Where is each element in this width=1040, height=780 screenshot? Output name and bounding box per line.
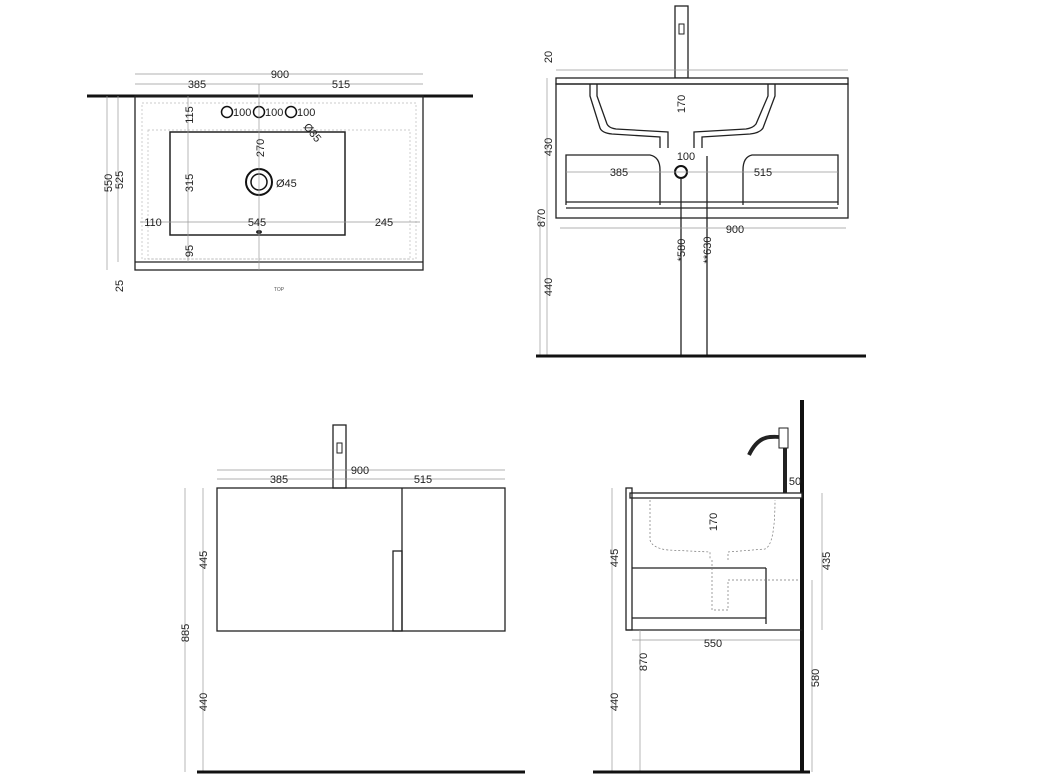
inner-outline bbox=[141, 102, 417, 260]
drawer-left bbox=[565, 154, 661, 205]
faucet bbox=[674, 5, 689, 79]
faucet-body bbox=[778, 427, 789, 449]
dim-tap-to-basin: 115 bbox=[184, 106, 196, 124]
dim-floor: 440 bbox=[609, 693, 621, 711]
dim-floor: 440 bbox=[198, 693, 210, 711]
tap-hole-icon bbox=[220, 105, 234, 119]
dim-pipe-2: **630 bbox=[702, 237, 714, 264]
dim-drain: Ø45 bbox=[276, 178, 297, 190]
dim-basin-depth: 170 bbox=[708, 513, 720, 531]
dim-total: 870 bbox=[536, 209, 548, 227]
dim-offset: 50 bbox=[789, 476, 801, 488]
dim-depth: 525 bbox=[114, 171, 126, 189]
dim-width: 900 bbox=[726, 224, 744, 236]
dim-pipe-1: *580 bbox=[676, 239, 688, 262]
cabinet-front bbox=[216, 487, 506, 632]
dim-basin-center: 270 bbox=[255, 139, 267, 157]
trap-hidden bbox=[711, 560, 800, 611]
dim-width: 900 bbox=[271, 69, 289, 81]
dim-tap-spacing: 100 bbox=[233, 107, 251, 119]
dim-cabinet: 445 bbox=[609, 549, 621, 567]
front-section: 20 430 870 440 170 385 515 900 *580 **63… bbox=[536, 5, 866, 358]
dim-right: 515 bbox=[754, 167, 772, 179]
dim-lower: 440 bbox=[543, 278, 555, 296]
side-view: 50 170 445 435 550 870 580 440 bbox=[593, 400, 833, 774]
faucet-handle bbox=[678, 23, 685, 35]
dim-tap-spacing: 100 bbox=[265, 107, 283, 119]
dim-total: 885 bbox=[180, 624, 192, 642]
front-view: 900 385 515 885 445 440 bbox=[180, 424, 525, 774]
top-view: 900 385 515 550 525 25 115 270 315 95 11… bbox=[87, 69, 473, 293]
dim-basin-depth: 315 bbox=[184, 174, 196, 192]
dim-left: 385 bbox=[270, 474, 288, 486]
dim-front-strip: 25 bbox=[114, 280, 126, 292]
dim-top: 20 bbox=[543, 51, 555, 63]
basin-section-inner bbox=[596, 84, 769, 148]
dim-pipe: 580 bbox=[810, 669, 822, 687]
view-label: TOP bbox=[274, 287, 285, 293]
basin-hidden bbox=[649, 499, 776, 560]
cabinet-outline bbox=[555, 83, 849, 219]
countertop bbox=[629, 492, 803, 499]
handle-notch bbox=[392, 550, 403, 632]
dim-depth: 550 bbox=[704, 638, 722, 650]
dim-tap-spacing: 100 bbox=[297, 107, 315, 119]
dim-spacing: 100 bbox=[677, 151, 695, 163]
dim-basin-front: 95 bbox=[184, 245, 196, 257]
dim-wall: 435 bbox=[821, 552, 833, 570]
dim-depth-total: 550 bbox=[103, 174, 115, 192]
faucet bbox=[332, 424, 347, 489]
tap-hole-icon bbox=[284, 105, 298, 119]
dim-right: 515 bbox=[414, 474, 432, 486]
dim-upper: 430 bbox=[543, 138, 555, 156]
cabinet-front-panel bbox=[625, 487, 633, 631]
inner-outline-2 bbox=[147, 129, 411, 260]
dim-left: 385 bbox=[610, 167, 628, 179]
countertop bbox=[555, 77, 849, 85]
dim-basin-width: 545 bbox=[248, 217, 266, 229]
faucet-handle bbox=[336, 442, 343, 454]
drawer-right bbox=[742, 154, 839, 205]
dim-basin-left: 110 bbox=[144, 217, 162, 229]
cabinet-outline bbox=[134, 95, 424, 271]
dim-basin-depth: 170 bbox=[676, 95, 688, 113]
dim-total: 870 bbox=[638, 653, 650, 671]
basin-outline bbox=[169, 131, 346, 236]
dim-cabinet: 445 bbox=[198, 551, 210, 569]
dim-left: 385 bbox=[188, 79, 206, 91]
basin-section bbox=[589, 84, 776, 148]
dim-basin-right: 245 bbox=[375, 217, 393, 229]
dim-right: 515 bbox=[332, 79, 350, 91]
dim-width: 900 bbox=[351, 465, 369, 477]
